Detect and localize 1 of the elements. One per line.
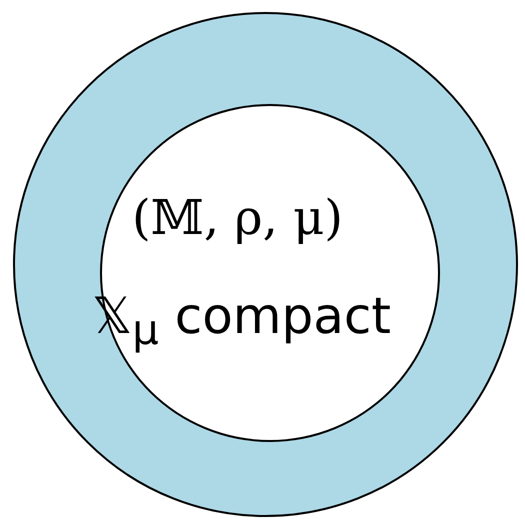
math-expression: (𝕄, ρ, μ) xyxy=(132,194,344,242)
